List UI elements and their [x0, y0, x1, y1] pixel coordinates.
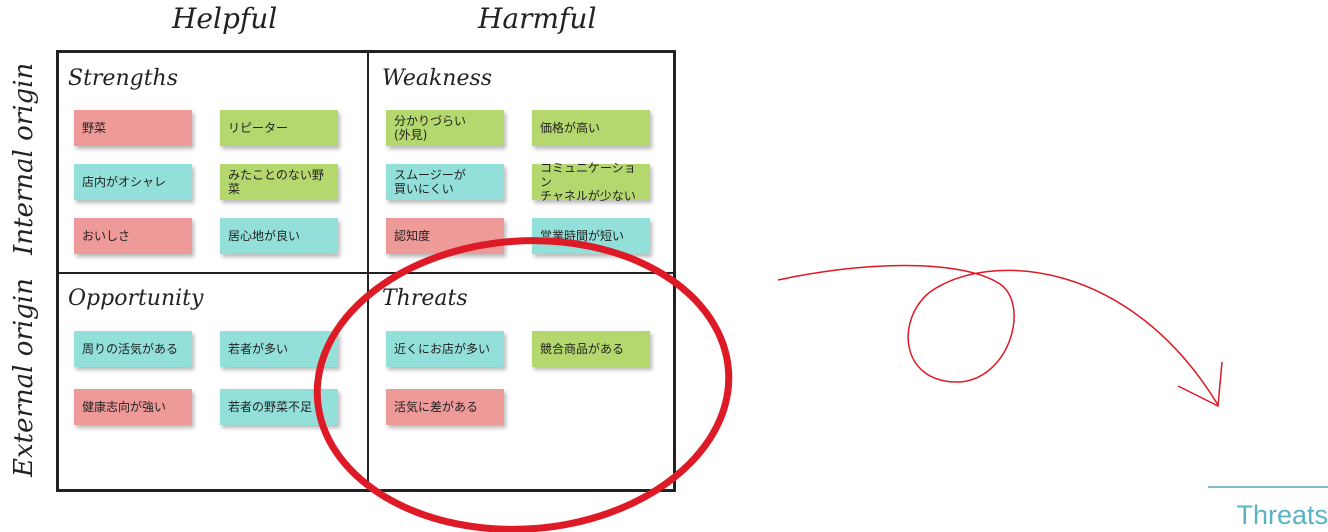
sticky-note: スムージーが 買いにくい — [386, 164, 504, 200]
loop-arrow — [777, 264, 1219, 406]
quadrant-title-opportunity: Opportunity — [68, 286, 204, 311]
highlight-circle — [313, 237, 733, 532]
sticky-note: おいしさ — [74, 218, 192, 254]
sticky-note: 周りの活気がある — [74, 331, 192, 367]
sticky-note: 居心地が良い — [220, 218, 338, 254]
sticky-note: コミュニケーション チャネルが少ない — [532, 161, 650, 203]
quadrant-title-strengths: Strengths — [68, 66, 178, 91]
quadrant-title-threats: Threats — [382, 286, 468, 311]
sticky-note: 価格が高い — [532, 110, 650, 146]
swot-grid — [56, 50, 676, 492]
sticky-note: 若者が多い — [220, 331, 338, 367]
sticky-note: みたことのない野菜 — [220, 164, 338, 200]
sticky-note: 分かりづらい (外見) — [386, 110, 504, 146]
column-header-helpful: Helpful — [172, 2, 278, 35]
threats-footer-label: Threats — [1208, 486, 1328, 530]
grid-divider-horizontal — [56, 272, 676, 274]
sticky-note: 野菜 — [74, 110, 192, 146]
quadrant-title-weakness: Weakness — [382, 66, 493, 91]
sticky-note: 近くにお店が多い — [386, 331, 504, 367]
sticky-note: リピーター — [220, 110, 338, 146]
sticky-note: 健康志向が強い — [74, 389, 192, 425]
column-header-harmful: Harmful — [478, 2, 597, 35]
sticky-note: 活気に差がある — [386, 389, 504, 425]
arrow-head — [1177, 361, 1223, 408]
sticky-note: 店内がオシャレ — [74, 164, 192, 200]
grid-divider-vertical — [367, 50, 369, 492]
sticky-note: 競合商品がある — [532, 331, 650, 367]
